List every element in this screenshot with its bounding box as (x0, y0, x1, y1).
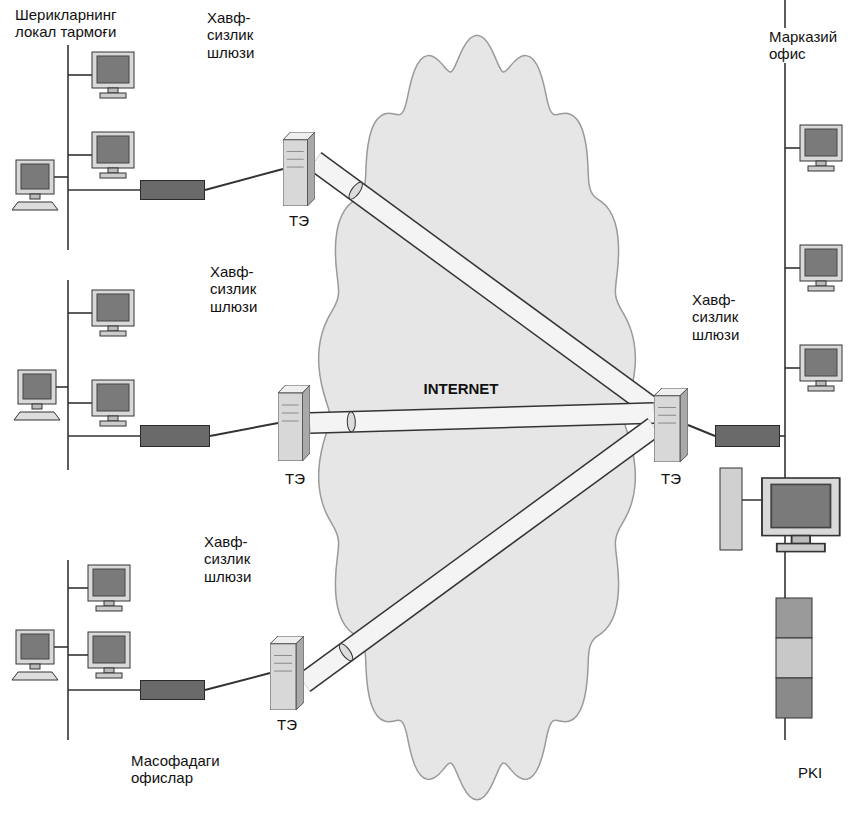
internet-cloud: INTERNET (312, 30, 642, 805)
firewall-label: ТЭ (284, 470, 316, 487)
link-line (688, 425, 715, 436)
firewall-shape (283, 132, 315, 206)
lan-stub (68, 312, 92, 314)
computer-icon (92, 132, 134, 178)
firewall-label: ТЭ (660, 470, 692, 487)
lan-stub (68, 689, 140, 691)
firewall-shape (278, 385, 310, 461)
firewall-tower: ТЭ (283, 132, 315, 206)
network-label: Марказий офис (768, 28, 848, 63)
security-gateway: Хавф-сизлик шлюзи (140, 680, 205, 700)
lan-stub (68, 435, 140, 437)
firewall-tower: ТЭ (270, 636, 304, 710)
pki-server (776, 638, 812, 678)
lan-stub (68, 189, 140, 191)
computer-icon (762, 478, 840, 552)
gateway-label: Хавф-сизлик шлюзи (209, 263, 277, 315)
lan-stub (68, 154, 92, 156)
network-label: Масофадаги офислар (130, 752, 232, 787)
firewall-label: ТЭ (288, 212, 320, 229)
security-gateway: Хавф-сизлик шлюзи (140, 425, 210, 447)
gateway-label: Хавф-сизлик шлюзи (206, 9, 274, 61)
lan-stub (68, 654, 88, 656)
pki-server (776, 678, 812, 718)
lan-bus (67, 560, 69, 740)
computer-icon (12, 160, 58, 210)
computer-icon (14, 370, 60, 420)
gateway-label: Хавф-сизлик шлюзи (691, 291, 759, 343)
link-line (210, 423, 278, 436)
computer-icon (88, 565, 130, 611)
firewall-tower: ТЭ (654, 388, 688, 462)
lan-bus (67, 280, 69, 470)
firewall-label: ТЭ (276, 716, 308, 733)
security-gateway: Хавф-сизлик шлюзи (140, 180, 205, 200)
cloud-shape (312, 30, 642, 805)
computer-icon (12, 630, 58, 680)
network-label: PKI (797, 764, 839, 781)
lan-stub (785, 267, 800, 269)
firewall-shape (654, 388, 688, 462)
lan-stub (56, 386, 68, 388)
computer-icon (92, 290, 134, 336)
lan-stub (54, 646, 68, 648)
firewall-tower: ТЭ (278, 385, 310, 461)
gateway-label: Хавф-сизлик шлюзи (203, 533, 271, 585)
pki-server (776, 598, 812, 638)
computer-icon (800, 345, 842, 391)
cloud-label: INTERNET (410, 380, 512, 397)
server-tower (720, 468, 742, 550)
lan-stub (68, 587, 88, 589)
computer-icon (88, 632, 130, 678)
computer-icon (800, 245, 842, 291)
network-label: Шерикларнинг локал тармоғи (14, 6, 151, 41)
firewall-shape (270, 636, 304, 710)
lan-stub (785, 367, 800, 369)
security-gateway: Хавф-сизлик шлюзи (715, 425, 780, 447)
computer-icon (92, 52, 134, 98)
lan-stub (54, 176, 68, 178)
lan-stub (785, 147, 800, 149)
lan-stub (68, 402, 92, 404)
link-line (205, 169, 283, 190)
computer-icon (800, 125, 842, 171)
link-line (205, 673, 270, 690)
computer-icon (92, 380, 134, 426)
lan-stub (780, 435, 785, 437)
lan-stub (68, 74, 92, 76)
